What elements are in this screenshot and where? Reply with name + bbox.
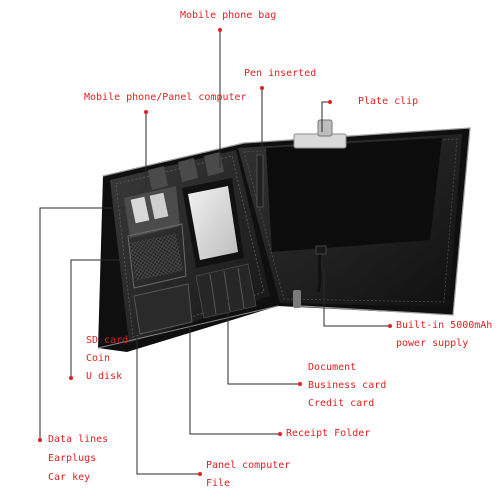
label-document: Document: [308, 362, 357, 373]
label-credit-card: Credit card: [308, 398, 375, 409]
annotation-markers: [38, 28, 392, 476]
mesh-pocket: [128, 233, 184, 281]
label-mobile-phone-bag: Mobile phone bag: [180, 10, 277, 21]
business-card-slots: [195, 263, 257, 319]
zipper-pull: [293, 290, 301, 308]
label-data-lines: Data lines: [48, 434, 109, 445]
label-sd-card: SD card: [86, 335, 129, 346]
label-u-disk: U disk: [86, 371, 123, 382]
notepad: [266, 138, 442, 252]
label-car-key: Car key: [48, 472, 91, 483]
annotation-lines: [39, 30, 390, 475]
label-coin: Coin: [86, 353, 111, 364]
label-power-line2: power supply: [396, 338, 469, 349]
pen: [256, 154, 264, 208]
label-pen-inserted: Pen inserted: [244, 68, 317, 79]
label-plate-clip: Plate clip: [358, 96, 419, 107]
label-receipt-folder: Receipt Folder: [286, 428, 371, 439]
power-cable: [316, 253, 322, 293]
label-business-card: Business card: [308, 380, 387, 391]
receipt-pocket: [133, 283, 193, 335]
zipper: [102, 127, 471, 316]
label-mobile-phone-panel-computer: Mobile phone/Panel computer: [84, 92, 247, 103]
label-file: File: [206, 478, 231, 489]
plate-clip: [293, 119, 347, 149]
card-slots: [124, 186, 180, 238]
tablet: [182, 178, 244, 268]
label-power-line1: Built-in 5000mAh: [396, 320, 493, 331]
label-panel-computer: Panel computer: [206, 460, 291, 471]
elastic-straps: [148, 152, 224, 190]
label-earplugs: Earplugs: [48, 453, 97, 464]
